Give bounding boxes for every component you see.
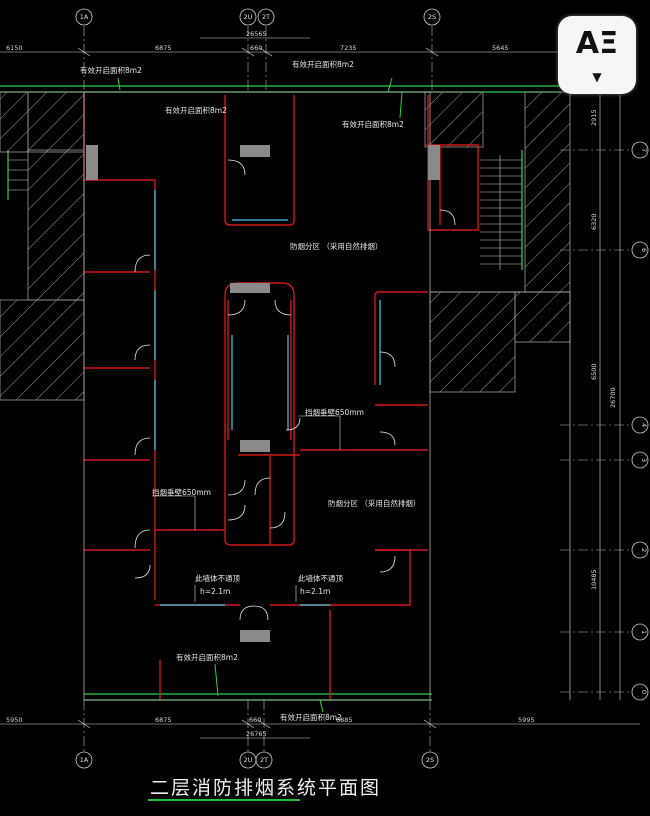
dimension-text: 26565 xyxy=(246,30,267,38)
dimension-text: 6875 xyxy=(155,716,172,724)
callout-lines xyxy=(152,415,341,602)
vent-note: 有效开启面积8m2 xyxy=(176,652,238,662)
walls xyxy=(83,92,479,700)
glass-partitions xyxy=(154,190,381,606)
grid-bubble-label: 2U xyxy=(244,13,253,21)
vent-note: 有效开启面积8m2 xyxy=(292,59,354,69)
vent-note: 有效开启面积8m2 xyxy=(80,65,142,75)
grid-bubble-label: 2T xyxy=(260,756,268,764)
grid-bubble-label: 2S xyxy=(428,13,436,21)
wall-height-note: h=2.1m xyxy=(200,587,230,596)
grid-bubble-label: 7 xyxy=(640,148,648,152)
grid-bubble-label: 1 xyxy=(640,630,648,634)
door-swings xyxy=(134,159,456,621)
zone-label: 防烟分区 （采用自然排烟） xyxy=(290,241,382,251)
wall-note: 此墙体不通顶 xyxy=(195,573,240,583)
dimension-text: 5645 xyxy=(492,44,509,52)
dimension-text: 6875 xyxy=(155,44,172,52)
grid-bubble-label: 2 xyxy=(640,548,648,552)
dimension-text: 6500 xyxy=(590,363,598,380)
dimension-text: 2915 xyxy=(590,109,598,126)
dimension-text: 10485 xyxy=(590,569,598,590)
dimension-text: 660 xyxy=(250,44,262,52)
building-outline xyxy=(83,91,571,701)
drawing-title: 二层消防排烟系统平面图 xyxy=(150,777,381,799)
dimension-text: 6150 xyxy=(6,44,23,52)
wall-height-note: h=2.1m xyxy=(300,587,330,596)
stairs xyxy=(8,155,522,270)
grid-bubbles-bottom xyxy=(75,751,439,769)
vent-note: 有效开启面积8m2 xyxy=(342,119,404,129)
grid-bubble-label: 2T xyxy=(262,13,270,21)
translate-icon: AΞ xyxy=(575,26,619,61)
smoke-wall-note: 挡烟垂壁650mm xyxy=(305,407,364,417)
grid-bubble-label: 2S xyxy=(426,756,434,764)
vent-note: 有效开启面积8m2 xyxy=(280,712,342,722)
smoke-wall-note: 挡烟垂壁650mm xyxy=(152,487,211,497)
dimension-text: 6885 xyxy=(336,716,353,724)
zone-label: 防烟分区 （采用自然排烟） xyxy=(328,498,420,508)
grid-bubble-label: 6 xyxy=(640,248,648,252)
chevron-down-icon[interactable]: ▼ xyxy=(592,70,602,84)
grid-bubble-label: 3 xyxy=(640,458,648,462)
dimension-lines xyxy=(0,37,640,739)
grid-bubbles-right xyxy=(631,141,649,701)
leader-lines xyxy=(117,77,403,713)
dimension-text: 7235 xyxy=(340,44,357,52)
grid-bubbles-top xyxy=(75,8,441,26)
translate-button[interactable]: AΞ ▼ xyxy=(558,16,636,94)
grid-bubble-label: 1A xyxy=(80,756,89,764)
dimension-text: 26765 xyxy=(246,730,267,738)
grid-bubble-label: 4 xyxy=(640,423,648,427)
hatched-zones xyxy=(0,91,571,401)
grid-bubble-label: 1A xyxy=(80,13,89,21)
dimension-text: 5995 xyxy=(518,716,535,724)
grid-bubble-label: 2U xyxy=(244,756,253,764)
dimension-text: 5950 xyxy=(6,716,23,724)
wall-note: 此墙体不通顶 xyxy=(298,573,343,583)
dimension-text: 6320 xyxy=(590,213,598,230)
dimension-text: 26700 xyxy=(609,387,617,408)
dimension-text: 660 xyxy=(249,716,261,724)
vent-note: 有效开启面积8m2 xyxy=(165,105,227,115)
grid-bubble-label: 0 xyxy=(640,690,648,694)
columns xyxy=(86,145,440,642)
